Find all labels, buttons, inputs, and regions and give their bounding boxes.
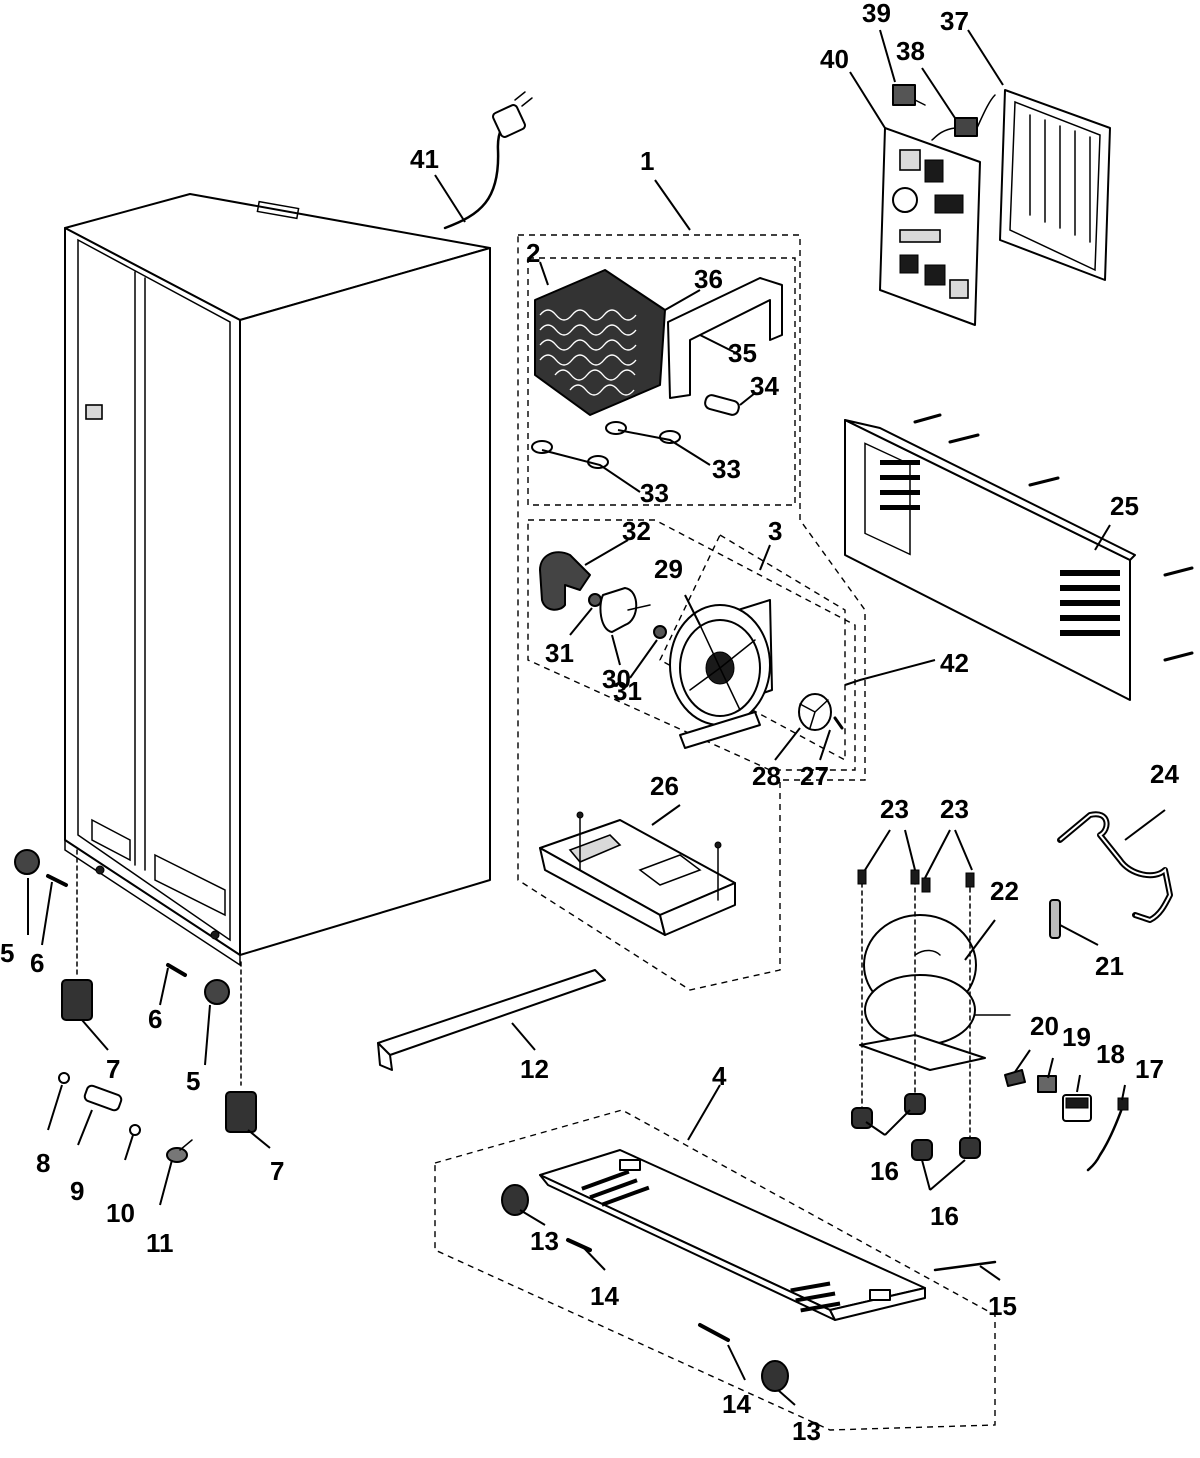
callout-23b: 23 [940,794,969,824]
callout-30: 30 [602,664,631,694]
defrost-sensors [531,421,681,469]
adjustable-feet [14,849,257,1133]
fan-shroud [669,599,773,749]
callout-25: 25 [1110,491,1139,521]
fan-blade [798,693,832,731]
evaporator-coil [534,269,666,416]
drain-tray [539,811,736,936]
callout-16a: 16 [870,1156,899,1186]
callout-31b: 31 [613,676,642,706]
callout-7b: 7 [270,1156,284,1186]
callout-16b: 16 [930,1201,959,1231]
capillary-tube [1057,811,1173,923]
leader-lines [27,29,1166,1406]
callout-21: 21 [1095,951,1124,981]
callout-36: 36 [694,264,723,294]
callout-5b: 5 [186,1066,200,1096]
callout-37: 37 [940,6,969,36]
callout-13a: 13 [530,1226,559,1256]
drier [1049,899,1061,939]
callout-6a: 6 [30,948,44,978]
compressor-bolts [857,869,975,1141]
callout-13b: 13 [792,1416,821,1446]
callout-2: 2 [526,238,540,268]
callout-33b: 33 [712,454,741,484]
front-cover-strip [377,969,606,1071]
callout-38: 38 [896,36,925,66]
callout-10: 10 [106,1198,135,1228]
fan-screw [833,716,844,730]
callout-14a: 14 [590,1281,619,1311]
back-panel [844,413,1194,701]
callout-20: 20 [1030,1011,1059,1041]
callout-17: 17 [1135,1054,1164,1084]
callout-18: 18 [1096,1039,1125,1069]
callout-11: 11 [146,1228,174,1258]
callout-33a: 33 [640,478,669,508]
callout-labels: 1 2 3 4 5 5 6 6 7 7 8 9 10 11 12 13 13 1… [0,0,1179,1446]
small-fittings [58,1072,193,1163]
callout-34: 34 [750,371,779,401]
compressor-grommets [851,1093,981,1161]
callout-42: 42 [940,648,969,678]
callout-5a: 5 [0,938,14,968]
assembly-4-outline [434,1109,996,1431]
defrost-heater-bracket [667,277,783,399]
callout-27: 27 [800,761,829,791]
callout-26: 26 [650,771,679,801]
callout-1: 1 [640,146,654,176]
callout-32: 32 [622,516,651,546]
wire-tie [933,1260,997,1272]
assembly-2-outline [527,257,796,506]
sensor-wire [931,94,996,141]
pcb-cover [999,89,1111,281]
callout-35: 35 [728,338,757,368]
callout-14b: 14 [722,1389,751,1419]
callout-15: 15 [988,1291,1017,1321]
main-pcb [879,127,981,326]
callout-7a: 7 [106,1054,120,1084]
assembly-3-outline [527,519,856,771]
callout-19: 19 [1062,1022,1091,1052]
callout-6b: 6 [148,1004,162,1034]
callout-8: 8 [36,1148,50,1178]
callout-23a: 23 [880,794,909,824]
callout-41: 41 [410,144,439,174]
callout-40: 40 [820,44,849,74]
callout-3: 3 [768,516,782,546]
relay-component [892,84,926,106]
thermal-fuse [704,394,740,416]
callout-9: 9 [70,1176,84,1206]
compressor-electricals [1004,1069,1129,1172]
callout-28: 28 [752,761,781,791]
callout-12: 12 [520,1054,549,1084]
fan-motor-bracket [539,551,591,611]
rollers [501,1184,789,1392]
callout-22: 22 [990,876,1019,906]
callout-4: 4 [712,1061,727,1091]
refrigerator-cabinet [64,193,491,967]
callout-29: 29 [654,554,683,584]
roller-pins [566,1238,730,1342]
callout-24: 24 [1150,759,1179,789]
callout-31a: 31 [545,638,574,668]
callout-39: 39 [862,0,891,28]
power-cord [443,91,533,230]
base-plate [539,1149,926,1321]
fan-motor [599,587,651,633]
compressor [859,914,1011,1071]
